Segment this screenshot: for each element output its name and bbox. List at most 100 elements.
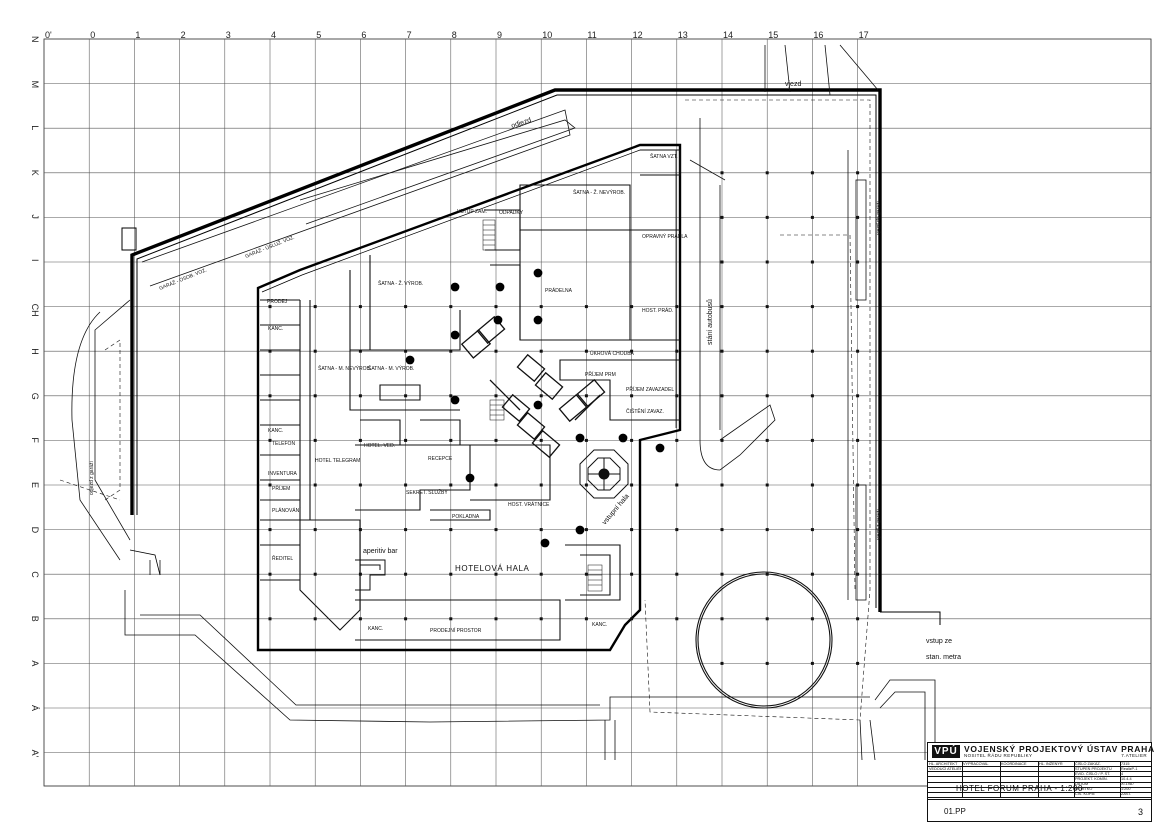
stairs (482, 219, 603, 592)
grid-row-label: I (30, 259, 40, 262)
pillar (765, 305, 769, 309)
title-block-cell: STUPEŇ PROJEKTU (1075, 766, 1112, 771)
title-block-row-line (928, 791, 1151, 793)
title-block-cell: MĚŘÍTKO (1075, 787, 1093, 792)
column (450, 282, 460, 292)
grid-column-label: 15 (768, 30, 778, 40)
label-prodej: PRODEJ (267, 299, 288, 305)
title-block-cell: EVID. ČÍSLO / P. ST. (1075, 771, 1111, 776)
pillar (765, 528, 769, 532)
pillar (675, 438, 679, 442)
pillar (404, 528, 408, 532)
grid-row-label: G (30, 393, 40, 400)
pillar (630, 438, 634, 442)
bar-counter (355, 559, 386, 591)
label-opravny: OPRAVNÝ PRÁDLA (642, 233, 688, 240)
column (450, 330, 460, 340)
title-block-cell: RealizP-1 (1121, 766, 1138, 771)
grid-column-label: 14 (723, 30, 733, 40)
interior-walls (260, 149, 681, 641)
grid-column-label: 0' (45, 30, 52, 40)
pillar (765, 394, 769, 398)
pillar (539, 305, 543, 309)
pillar (856, 260, 860, 264)
pillar (268, 572, 272, 576)
pillar (810, 661, 814, 665)
column (533, 268, 543, 278)
label-hotel-hall: HOTELOVÁ HALA (455, 564, 530, 573)
pillar (630, 572, 634, 576)
title-block-cell: ČÍS. KOPIE (1075, 792, 1096, 797)
pillar (404, 305, 408, 309)
pillar (313, 617, 317, 621)
pillar (856, 215, 860, 219)
pillar (268, 483, 272, 487)
pillar (856, 305, 860, 309)
pillar (810, 215, 814, 219)
pillar (358, 305, 362, 309)
dashed-boundaries (59, 99, 871, 721)
grid-row-label: B (30, 616, 40, 622)
pillar (765, 661, 769, 665)
title-block-cell: PROJEKT. KOMÍN. (1075, 776, 1108, 781)
label-ramp-2: vjezd z garáží (876, 509, 882, 540)
label-garaz-1: GARÁŽ - ÚSLUŽ. VOZ. (244, 233, 296, 260)
pillar (539, 617, 543, 621)
title-block-cell: KOORDINACE (1001, 761, 1027, 766)
title-block-col-line (1000, 761, 1001, 797)
pillar (404, 572, 408, 576)
title-block-cell: VYPRACOVAL (963, 761, 989, 766)
pillar (358, 483, 362, 487)
grid-column-label: 6 (361, 30, 366, 40)
pillar (810, 438, 814, 442)
sheet-number: 3 (1137, 807, 1143, 817)
grid-row-label: N (30, 36, 40, 43)
label-kanc-4: KANC. (592, 622, 607, 628)
pillar (810, 171, 814, 175)
pillar (449, 483, 453, 487)
pillar (268, 305, 272, 309)
pillar (720, 349, 724, 353)
pillar (449, 305, 453, 309)
label-hotel-ved: HOTEL. VED. (364, 443, 395, 449)
grid-row-label: D (30, 527, 40, 534)
pillar (313, 438, 317, 442)
pillar (720, 438, 724, 442)
drawing-title: HOTEL FORUM PRAHA - 1:200 (956, 784, 1083, 793)
pillar (494, 394, 498, 398)
pillar (494, 572, 498, 576)
title-block-header: VPÚ VOJENSKÝ PROJEKTOVÝ ÚSTAV PRAHA NOSI… (928, 743, 1154, 762)
grid-column-label: 7 (407, 30, 412, 40)
label-prijem-prm: PŘÍJEM PRM (585, 370, 616, 378)
pillar (720, 617, 724, 621)
pillar (630, 528, 634, 532)
label-reditel: ŘEDITEL (272, 554, 293, 562)
pillar (765, 483, 769, 487)
grid-row-label: A (30, 660, 40, 666)
pillar (494, 305, 498, 309)
grid-column-label: 4 (271, 30, 276, 40)
grid-column-label: 9 (497, 30, 502, 40)
grid-column-label: 11 (587, 30, 596, 40)
column (450, 395, 460, 405)
title-block-row-line (928, 771, 1151, 773)
column (405, 355, 415, 365)
pillar (584, 572, 588, 576)
label-pradelna: PRÁDELNA (545, 287, 573, 294)
pillar (675, 349, 679, 353)
column (533, 315, 543, 325)
title-block-cell: 10.4.4 (1121, 776, 1132, 781)
garage-ramp (847, 150, 867, 601)
title-block-cell: HL. ARCHITEKT (929, 761, 958, 766)
pillar (268, 617, 272, 621)
label-ramp-1: vjezd do garáží (876, 200, 882, 235)
pillar (358, 528, 362, 532)
pillar (358, 572, 362, 576)
pillar (630, 394, 634, 398)
pillar (720, 528, 724, 532)
pillar (675, 305, 679, 309)
pillar (856, 438, 860, 442)
pillar (268, 349, 272, 353)
